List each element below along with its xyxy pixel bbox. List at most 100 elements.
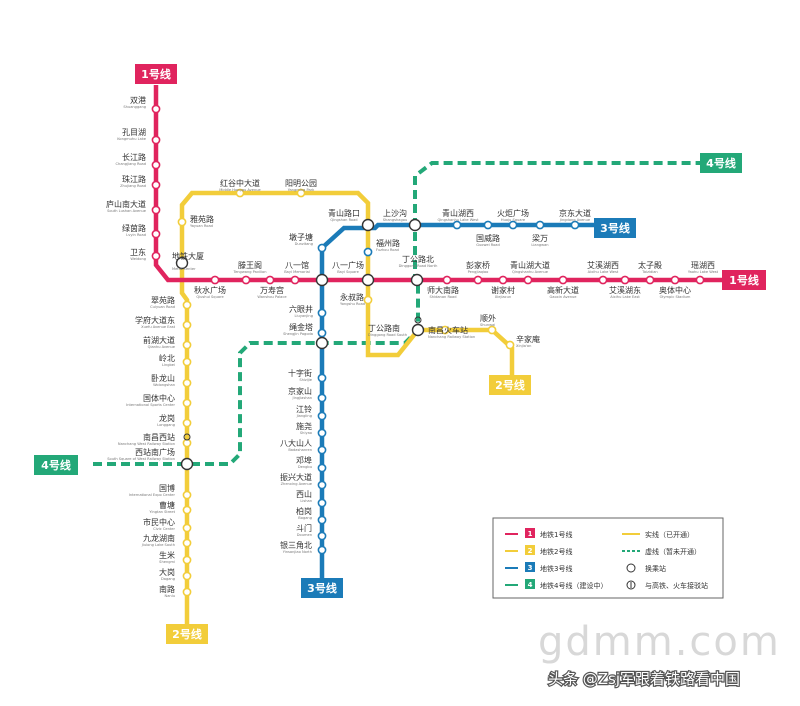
- line-2-tag-right: 2号线: [489, 375, 531, 395]
- station-label: 辛家庵: [516, 334, 540, 344]
- station-label-en: Longgang: [157, 423, 175, 427]
- station-dot: [151, 180, 161, 190]
- station-label: 翠苑路: [151, 295, 175, 305]
- station-dot: [182, 378, 192, 388]
- station-label-en: Wanshou Palace: [257, 295, 287, 299]
- station-label: 前湖大道: [143, 335, 175, 345]
- line-2: [179, 190, 515, 630]
- station-dot: [440, 325, 450, 335]
- station-label: 青山路口: [328, 208, 360, 218]
- station-dot: [317, 308, 327, 318]
- station-label-en: Gaoxin Avenue: [550, 295, 578, 299]
- station-dot: [452, 220, 462, 230]
- line-1: [153, 85, 740, 283]
- station-label: 火炬广场: [497, 208, 529, 218]
- station-label-en: Huoju Square: [501, 218, 526, 222]
- line-tag-label: 3号线: [600, 221, 630, 235]
- station-label-en: Badashanren: [288, 448, 312, 452]
- legend-label: 地铁2号线: [540, 547, 572, 556]
- station-label: 秋水广场: [194, 285, 226, 295]
- legend-label: 地铁4号线（建设中）: [540, 581, 607, 590]
- station-label: 艾溪湖西: [587, 260, 619, 270]
- station-label-en: Metro Center: [172, 267, 196, 271]
- station-dot: [317, 515, 327, 525]
- line-tag-label: 1号线: [729, 273, 759, 287]
- station-label: 墩子塘: [289, 232, 313, 242]
- station-label-en: Shidanan Road: [430, 295, 457, 299]
- station-label: 谢家村: [491, 285, 515, 295]
- station-dot: [317, 545, 327, 555]
- legend-item-2: 2 地铁2号线: [505, 545, 572, 556]
- station-dot: [182, 505, 192, 515]
- station-dot: [182, 523, 192, 533]
- station-dot: [363, 247, 373, 257]
- station-label: 曹塘: [159, 500, 175, 510]
- station-label-en: Shunwai: [480, 323, 495, 327]
- station-label: 艾溪湖东: [609, 285, 641, 295]
- station-dot: [483, 220, 493, 230]
- line-1-tag-top: 1号线: [135, 64, 177, 84]
- station-label-en: Shuanggang: [123, 105, 146, 109]
- transfer-stations: [175, 218, 425, 471]
- station-label-en: Qingshanhu Avenue: [512, 270, 549, 274]
- station-label-en: Doumen: [297, 533, 312, 537]
- station-dot: [290, 275, 300, 285]
- station-label: 京东大道: [559, 208, 591, 218]
- line-2-tag-bottom: 2号线: [166, 624, 208, 644]
- station-label-en: Shizijie: [299, 378, 312, 382]
- station-dot: [151, 135, 161, 145]
- station-dot: [182, 438, 192, 448]
- station-label: 丁公路南: [368, 323, 400, 333]
- station-dot: [182, 538, 192, 548]
- legend-item-1: 1 地铁1号线: [505, 528, 572, 539]
- legend-solid: 实线（已开通）: [622, 530, 694, 539]
- station-label-en: Qiushui Square: [196, 295, 224, 299]
- station-label: 万寿宫: [260, 285, 284, 295]
- station-label-en: Dagang: [161, 577, 175, 581]
- station-dot: [598, 275, 608, 285]
- station-label-en: Zhenxing Avenue: [281, 482, 313, 486]
- station-label: 南昌火车站: [428, 325, 468, 335]
- station-label: 绿茵路: [122, 223, 146, 233]
- station-dot: [317, 463, 327, 473]
- legend-dashed: 虚线（暂未开通）: [622, 547, 701, 556]
- station-label: 高新大道: [547, 285, 579, 295]
- station-label: 振兴大道: [280, 472, 312, 482]
- station-label-en: Aixihu Lake West: [588, 270, 619, 274]
- station-label: 丁公路北: [402, 254, 434, 264]
- station-dot: [296, 188, 306, 198]
- station-label-en: Xiejiacun: [495, 295, 511, 299]
- station-dot: [317, 480, 327, 490]
- line-1-tag-right: 1号线: [722, 270, 766, 290]
- line-tag-label: 1号线: [141, 67, 171, 81]
- station-label-en: Shengjin Pagoda: [283, 332, 313, 336]
- transfer-icon: [626, 563, 636, 573]
- station-dot: [182, 340, 192, 350]
- station-label: 西山: [296, 489, 312, 499]
- station-label-en: Aixihu Lake East: [610, 295, 640, 299]
- station-label: 国威路: [476, 233, 500, 243]
- station-dot: [182, 555, 192, 565]
- station-label-en: Bayi Memorial: [284, 270, 310, 274]
- station-label: 京家山: [288, 386, 312, 396]
- station-label-en: Lvyin Road: [126, 233, 146, 237]
- station-label: 十字街: [288, 368, 312, 378]
- station-dot: [317, 243, 327, 253]
- station-label-en: Bogang: [298, 516, 312, 520]
- station-dot: [695, 275, 705, 285]
- station-dot: [317, 411, 327, 421]
- station-dot: [265, 275, 275, 285]
- station-label: 施尧: [296, 421, 312, 431]
- rail-connection-icon: [183, 433, 191, 441]
- station-label: 梁万: [532, 234, 548, 243]
- station-label: 生米: [159, 550, 175, 560]
- station-dot: [182, 398, 192, 408]
- station-label: 国博: [159, 483, 175, 493]
- station-label: 斗门: [296, 523, 312, 533]
- station-label-en: Zhujiang Road: [120, 184, 146, 188]
- station-label: 邓埠: [296, 455, 312, 465]
- station-label: 太子殿: [638, 260, 662, 270]
- station-dot: [151, 160, 161, 170]
- station-label: 雅苑路: [190, 214, 214, 224]
